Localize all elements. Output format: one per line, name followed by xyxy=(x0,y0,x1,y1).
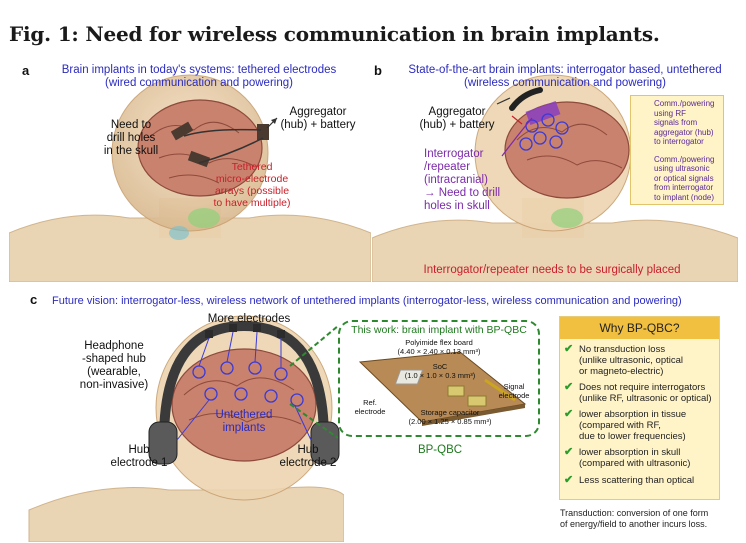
hub-electrode-1-line-1: Hub xyxy=(128,444,150,456)
legend-us-line-4: from interrogator xyxy=(654,183,714,192)
tethered-line-1: Tethered xyxy=(231,161,273,173)
soc-label: SoC xyxy=(432,362,448,371)
panel-a-illustration xyxy=(9,58,371,282)
legend-us-line-5: to implant (node) xyxy=(654,192,715,202)
transduction-note-line-1: Transduction: conversion of one form xyxy=(560,508,709,518)
surgical-placement-note: Interrogator/repeater needs to be surgic… xyxy=(423,264,681,276)
this-work-title: This work: brain implant with BP-QBC xyxy=(351,324,527,336)
ref-electrode-line-1: Ref. xyxy=(363,398,377,407)
hub-electrode-2-line-2: electrode 2 xyxy=(279,457,337,469)
legend-rf-line-3: signals from xyxy=(654,118,698,127)
panel-b: b State-of-the-art brain implants: inter… xyxy=(372,58,738,282)
why-item-3-line-3: due to lower frequencies) xyxy=(579,431,686,442)
panel-a-label: a xyxy=(22,63,30,78)
headphone-band xyxy=(159,320,329,441)
storage-cap-dims: (2.00 × 1.25 × 0.85 mm³) xyxy=(408,417,492,426)
why-item-3-line-2: (compared with RF, xyxy=(579,420,661,431)
hub-electrode-2-line-1: Hub xyxy=(297,444,319,456)
why-item-4-line-2: (compared with ultrasonic) xyxy=(579,458,691,469)
legend-us-line-3: or optical signals xyxy=(654,173,714,183)
transduction-note: Transduction: conversion of one form of … xyxy=(560,508,740,530)
panel-a: a Brain implants in today's systems: tet… xyxy=(9,58,371,282)
headphone-hub-line-3: (wearable, xyxy=(87,366,141,378)
signal-electrode-line-2: electrode xyxy=(498,391,530,400)
this-work-box: This work: brain implant with BP-QBC Pol… xyxy=(338,320,540,437)
check-icon: ✔ xyxy=(564,343,574,355)
panel-a-heading-2: (wired communication and powering) xyxy=(105,77,293,89)
panel-c-illustration-area: More electrodes Headphone -shaped hub (w… xyxy=(9,310,344,542)
legend-rf-line-5: to interrogator xyxy=(654,137,704,146)
ref-electrode-line-2: electrode xyxy=(354,407,386,416)
soc-dims: (1.0 × 1.0 × 0.3 mm³) xyxy=(404,371,476,380)
headphone-hub-line-4: non-invasive) xyxy=(79,379,149,391)
interrogator-line-3: (intracranial) xyxy=(424,174,488,186)
why-item-2-line-1: Does not require interrogators xyxy=(579,382,706,393)
storage-cap-label: Storage capacitor xyxy=(420,408,480,417)
aggregator-a-line-2: (hub) + battery xyxy=(280,119,356,131)
aggregator-device xyxy=(509,87,543,111)
legend-rf-line-2: using RF xyxy=(654,108,687,118)
interrogator-line-2: /repeater xyxy=(424,161,471,173)
brain-shape-b xyxy=(504,101,630,199)
why-item-3-line-1: lower absorption in tissue xyxy=(579,409,687,420)
transduction-note-line-2: of energy/field to another incurs loss. xyxy=(560,519,708,529)
bpqbc-label: BP-QBC xyxy=(417,444,463,456)
untethered-implants-line-2: implants xyxy=(222,422,266,434)
hub-electrode-1-cup xyxy=(148,421,178,465)
aggregator-a-line-1: Aggregator xyxy=(289,106,347,118)
why-item-2-line-2: (unlike RF, ultrasonic or optical) xyxy=(579,393,712,404)
legend-rf-line-4: aggregator (hub) xyxy=(654,127,714,137)
more-electrodes-label: More electrodes xyxy=(207,313,291,325)
panel-b-heading-2: (wireless communication and powering) xyxy=(464,77,666,89)
why-bpqbc-title: Why BP-QBC? xyxy=(560,317,719,339)
signal-electrode-line-1: Signal xyxy=(503,382,525,391)
tethered-line-2: micro-electrode xyxy=(215,173,289,185)
tethered-line-3: arrays (possible xyxy=(214,185,290,197)
check-icon: ✔ xyxy=(564,408,574,420)
aggregator-b-line-2: (hub) + battery xyxy=(419,119,495,131)
why-item-4-line-1: lower absorption in skull xyxy=(579,447,681,458)
check-icon: ✔ xyxy=(564,474,574,486)
why-item-1-line-1: No transduction loss xyxy=(579,344,666,355)
drill-holes-line-2: drill holes xyxy=(106,132,156,144)
flex-board-label: Polyimide flex board xyxy=(405,338,473,347)
drill-holes-line-3: in the skull xyxy=(103,145,159,157)
untethered-implants-line-1: Untethered xyxy=(215,409,273,421)
figure-title: Fig. 1: Need for wireless communication … xyxy=(9,22,660,46)
drill-holes-line-1: Need to xyxy=(110,119,152,131)
panel-b-label: b xyxy=(374,63,382,78)
implant-chip-illustration xyxy=(358,351,527,426)
headphone-hub-line-1: Headphone xyxy=(84,340,144,352)
panel-c-illustration xyxy=(9,310,344,542)
flex-board-dims: (4.40 × 2.40 × 0.13 mm³) xyxy=(397,347,481,356)
check-icon: ✔ xyxy=(564,381,574,393)
why-item-5-line-1: Less scattering than optical xyxy=(579,475,695,486)
hub-electrode-1-line-2: electrode 1 xyxy=(110,457,168,469)
why-bpqbc-box: Why BP-QBC? ✔ No transduction loss (unli… xyxy=(559,316,720,500)
panel-a-heading-1: Brain implants in today's systems: tethe… xyxy=(61,64,337,76)
panel-b-heading-1: State-of-the-art brain implants: interro… xyxy=(408,64,722,76)
legend-rf-line-1: Comm./powering xyxy=(654,99,715,108)
aggregator-b-line-1: Aggregator xyxy=(428,106,486,118)
interrogator-line-1: Interrogator xyxy=(424,148,484,160)
legend-us-line-1: Comm./powering xyxy=(654,154,715,164)
interrogator-line-4: → Need to drill xyxy=(424,187,501,199)
tethered-line-4: to have multiple) xyxy=(213,197,291,209)
headphone-hub-line-2: -shaped hub xyxy=(82,353,146,365)
check-icon: ✔ xyxy=(564,446,574,458)
legend-rf: Comm./powering using RF signals from agg… xyxy=(630,95,724,205)
legend-us-line-2: using ultrasonic xyxy=(654,164,710,173)
hub-electrode-2-cup xyxy=(310,421,340,465)
interrogator-device xyxy=(525,100,561,126)
interrogator-line-5: holes in skull xyxy=(424,200,490,212)
panel-c-label: c xyxy=(30,292,38,307)
why-item-1-line-3: or magneto-electric) xyxy=(579,366,664,377)
this-work-connector xyxy=(289,325,339,439)
brain-shape-c xyxy=(171,348,317,462)
brain-shape xyxy=(137,99,263,197)
panel-c-heading: Future vision: interrogator-less, wirele… xyxy=(52,295,682,307)
why-item-1-line-2: (unlike ultrasonic, optical xyxy=(579,355,684,366)
